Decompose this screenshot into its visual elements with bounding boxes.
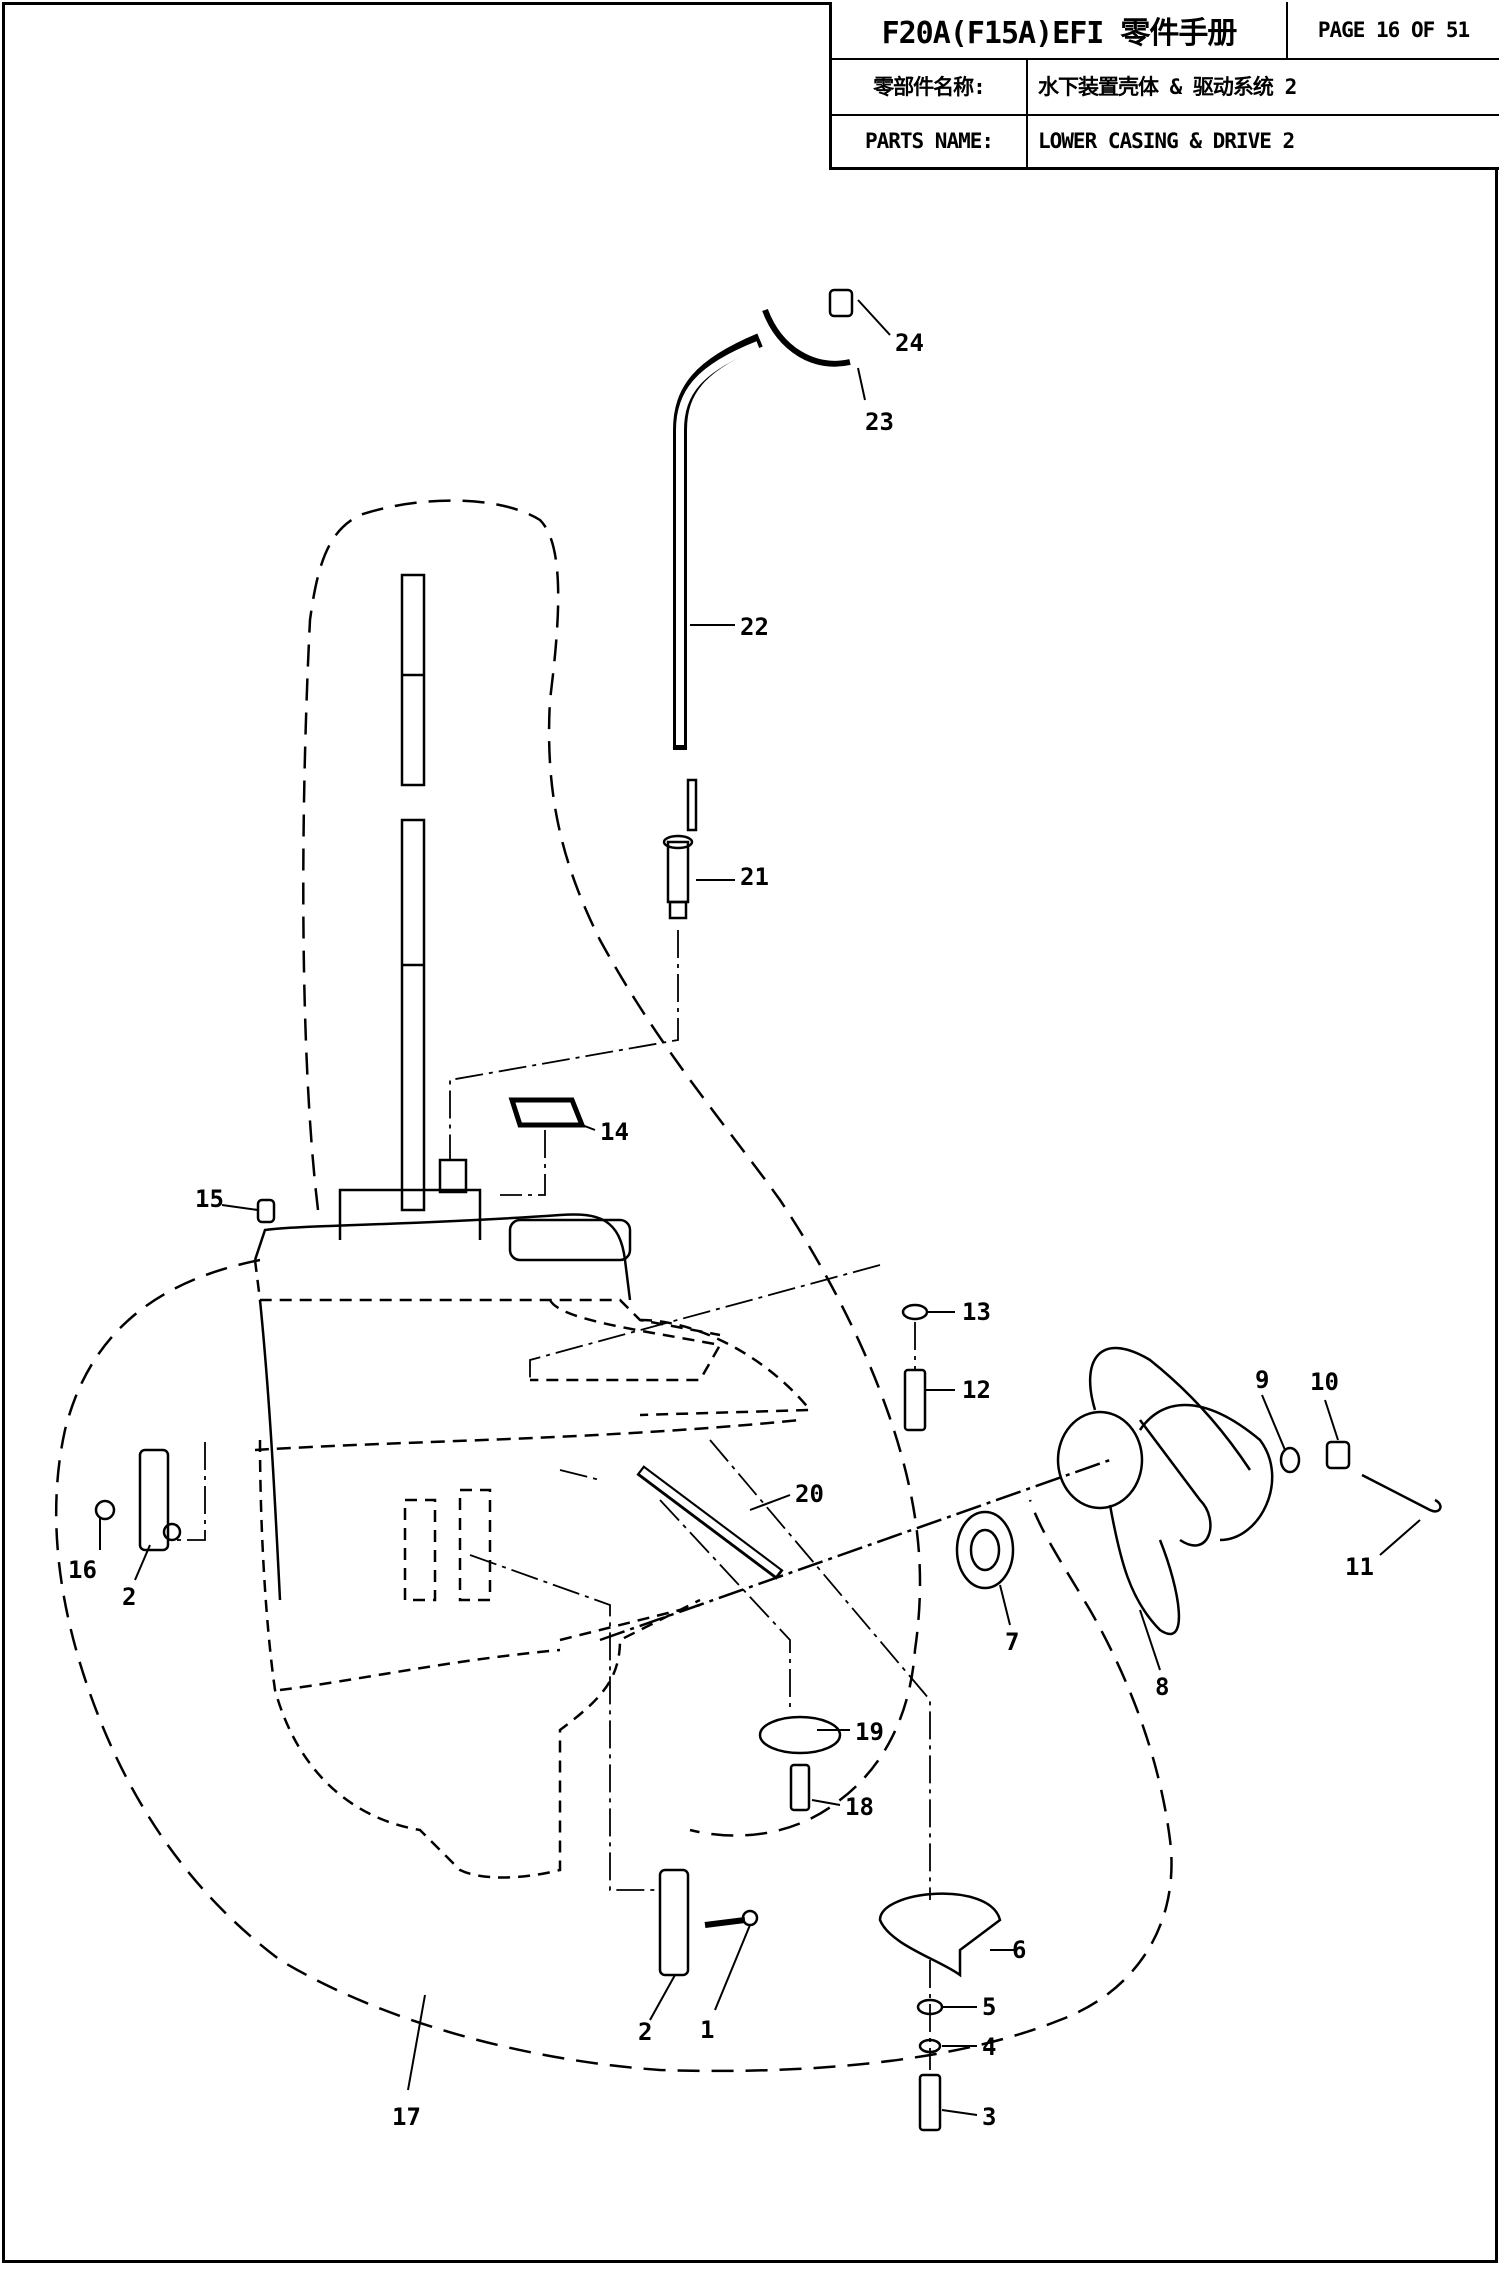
callout-14: 14 [600, 1118, 629, 1146]
callout-10: 10 [1310, 1368, 1339, 1396]
water-tube [673, 333, 763, 750]
callout-18: 18 [845, 1793, 874, 1821]
callout-21: 21 [740, 863, 769, 891]
callout-13: 13 [962, 1298, 991, 1326]
page-number: PAGE 16 OF 51 [1317, 18, 1470, 42]
parts-name-label-en: PARTS NAME: [832, 114, 1028, 168]
callout-11: 11 [1345, 1553, 1374, 1581]
callout-9: 9 [1255, 1366, 1269, 1394]
callout-12: 12 [962, 1376, 991, 1404]
callout-3: 3 [982, 2103, 996, 2131]
name-cn-row: 零部件名称: 水下装置壳体 & 驱动系统 2 [832, 58, 1499, 116]
nut-16 [94, 1499, 116, 1521]
nut-24 [828, 288, 854, 318]
clip-14 [508, 1097, 586, 1128]
water-tube-grommet [662, 778, 698, 920]
washer-9 [1279, 1446, 1301, 1474]
anode-lower [658, 1868, 759, 1977]
callout-19: 19 [855, 1718, 884, 1746]
callout-20: 20 [795, 1480, 824, 1508]
housing-outline-lower [54, 1258, 1173, 2073]
callout-15: 15 [195, 1185, 224, 1213]
callout-5: 5 [982, 1993, 996, 2021]
callout-16: 16 [68, 1556, 97, 1584]
callout-leaders [99, 299, 1421, 2116]
parts-name-value-cn: 水下装置壳体 & 驱动系统 2 [1038, 75, 1297, 99]
callout-23: 23 [865, 408, 894, 436]
parts-name-value-en: LOWER CASING & DRIVE 2 [1038, 129, 1295, 153]
name-en-row: PARTS NAME: LOWER CASING & DRIVE 2 [832, 114, 1499, 168]
gear-case-lower [258, 1439, 701, 1879]
parts-name-label-cn: 零部件名称: [832, 58, 1028, 114]
callout-2-lower: 2 [638, 2018, 652, 2046]
washer-13 [901, 1303, 929, 1321]
callout-8: 8 [1155, 1673, 1169, 1701]
bolt-12 [903, 1368, 927, 1432]
callout-22: 22 [740, 613, 769, 641]
title-row: F20A(F15A)EFI 零件手册 PAGE 16 OF 51 [832, 2, 1499, 60]
assembly-lines [175, 930, 931, 2070]
callout-1: 1 [700, 2016, 714, 2044]
drive-shaft [400, 573, 426, 1212]
gear-case-top [253, 1158, 813, 1601]
callout-2-upper: 2 [122, 1583, 136, 1611]
callout-6: 6 [1012, 1936, 1026, 1964]
bolt-3 [918, 2073, 942, 2132]
trim-tab-6 [878, 1892, 1002, 1978]
trim-tab-19 [758, 1715, 842, 1755]
callout-7: 7 [1005, 1628, 1019, 1656]
callout-17: 17 [392, 2103, 421, 2131]
housing-outline-upper [302, 499, 922, 1837]
callout-24: 24 [895, 329, 924, 357]
propeller [1056, 1346, 1274, 1636]
bolt-18 [789, 1763, 811, 1812]
hose-clip [762, 308, 851, 367]
anode-upper [138, 1448, 182, 1552]
thrust-washer-7 [955, 1510, 1015, 1590]
cap-15 [256, 1198, 276, 1224]
cotter-pin-11 [1361, 1473, 1442, 1513]
nut-10 [1325, 1440, 1351, 1470]
model-title: F20A(F15A)EFI 零件手册 [832, 2, 1288, 58]
callout-4: 4 [982, 2033, 996, 2061]
title-block: F20A(F15A)EFI 零件手册 PAGE 16 OF 51 零部件名称: … [829, 2, 1499, 170]
